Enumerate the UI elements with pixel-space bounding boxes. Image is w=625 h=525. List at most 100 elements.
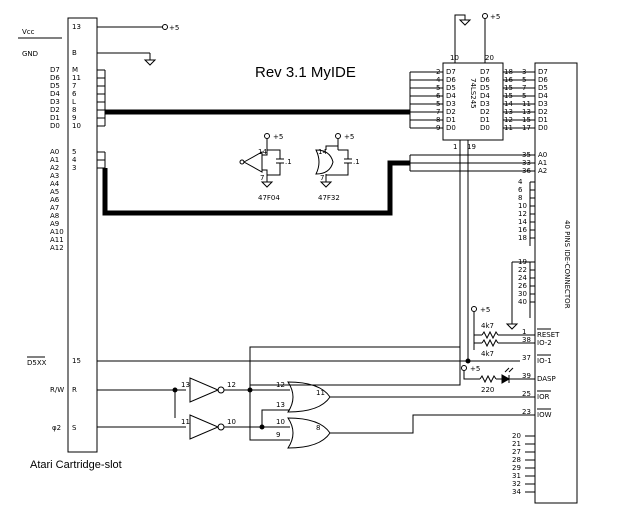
cart-gnd-label: GND	[22, 50, 38, 58]
ide-gnd-pin-num: 24	[518, 274, 527, 282]
ide-data-pin-name: D7	[538, 68, 548, 76]
chip-245-left-pin-name: D3	[446, 100, 456, 108]
cart-d1-pin: 9	[72, 114, 76, 122]
cartridge-slot-body	[67, 17, 98, 453]
cart-vcc-pin: 13	[72, 23, 81, 31]
ide-data-pin-name: D5	[538, 84, 548, 92]
cart-d4-label: D4	[50, 90, 60, 98]
or-gate-b	[287, 417, 331, 449]
cart-addr-label-a12: A12	[50, 244, 64, 252]
cart-addr-label-a8: A8	[50, 212, 59, 220]
or-cap-bottom	[326, 163, 349, 176]
ide-ctrl-pin-num: 1	[522, 328, 526, 336]
inv-b-out-pin: 10	[227, 418, 236, 426]
cart-addr-label-a11: A11	[50, 236, 64, 244]
vcc-terminal	[162, 24, 168, 30]
cart-rw-label: R/W	[50, 386, 64, 394]
ide-data-pin-num: 15	[522, 116, 531, 124]
or-chip-label: 47F32	[318, 194, 340, 202]
chip-245-pin19: 19	[467, 143, 476, 151]
cart-d5-label: D5	[50, 82, 60, 90]
reset-vcc-terminal	[471, 306, 477, 312]
ide-addr-pin-name: A2	[538, 167, 547, 175]
ide-ctrl-pin-name: IOW	[537, 411, 552, 419]
cart-d0-pin: 10	[72, 122, 81, 130]
chip-245-gnd-wire	[454, 14, 466, 63]
phi-to-or-a	[261, 409, 290, 427]
ide-addr-pin-num: 35	[522, 151, 531, 159]
ide-nc-pin-num: 34	[512, 488, 521, 496]
inverter-b	[189, 414, 220, 440]
245-to-ide-wires	[503, 71, 535, 129]
cart-addr-label-a6: A6	[50, 196, 60, 204]
cart-d7-label: D7	[50, 66, 60, 74]
resistor-4k7-b-label: 4k7	[481, 350, 494, 358]
chip-245-left-pin-name: D4	[446, 92, 456, 100]
ide-data-pin-name: D3	[538, 100, 548, 108]
inv-chip-pin7: 7	[260, 174, 264, 182]
ide-connector-label: 40 PINS IDE-CONNECTOR	[563, 220, 571, 309]
chip-245-left-pin-name: D5	[446, 84, 456, 92]
or-a-out-pin: 11	[316, 389, 325, 397]
resistor-220-label: 220	[481, 386, 494, 394]
cart-phi2-label: φ2	[52, 424, 61, 432]
chip-245-right-pin-name: D4	[480, 92, 490, 100]
cart-addr-label-a0: A0	[50, 148, 59, 156]
cart-d5-pin: 7	[72, 82, 76, 90]
ide-ctrl-pin-name: IO-2	[537, 339, 552, 347]
ide-gnd-pin-num: 6	[518, 186, 523, 194]
chip-245-left-pin-name: D7	[446, 68, 456, 76]
ide-nc-pin-num: 28	[512, 456, 521, 464]
chip-245-gnd-symbol	[458, 19, 472, 26]
ide-ctrl-pin-name: IOR	[537, 393, 550, 401]
ide-data-pin-name: D6	[538, 76, 548, 84]
or-gate-a	[287, 381, 331, 413]
inv-chip-vcc-terminal	[264, 133, 270, 139]
cart-addr-label-a9: A9	[50, 220, 59, 228]
inv-a-in-pin: 13	[181, 381, 190, 389]
dasp-vcc-terminal	[461, 365, 467, 371]
cart-d5xx-label: D5XX	[27, 359, 47, 367]
ide-gnd-pin-num: 22	[518, 266, 527, 274]
address-bus	[102, 160, 410, 216]
ide-data-pin-num: 5	[522, 92, 526, 100]
ide-data-pin-name: D2	[538, 108, 548, 116]
ide-data-pin-num: 7	[522, 84, 526, 92]
ide-gnd-pin-num: 4	[518, 178, 523, 186]
inv-cap-bottom	[267, 163, 281, 176]
or-chip-gnd-symbol	[319, 181, 333, 188]
cart-data-stubs	[97, 69, 106, 127]
address-to-ide-wires	[409, 154, 535, 172]
inv-chip-gnd-symbol	[260, 181, 274, 188]
rw-to-or-b	[249, 390, 290, 441]
resistor-4k7-b	[481, 338, 499, 348]
ide-ctrl-pin-num: 25	[522, 390, 531, 398]
chip-245-right-pin-name: D0	[480, 124, 490, 132]
ide-addr-pin-name: A1	[538, 159, 547, 167]
cart-addr-label-a7: A7	[50, 204, 59, 212]
vcc-plus5: +5	[169, 24, 179, 32]
inv-chip-plus5: +5	[273, 133, 283, 141]
ide-nc-pin-num: 31	[512, 472, 521, 480]
cart-addr-stubs	[97, 151, 106, 169]
inv-chip-vcc-lead	[262, 150, 268, 156]
or-chip-vcc-terminal	[335, 133, 341, 139]
or-chip-pin7: 7	[320, 174, 324, 182]
chip-245-right-pin-name: D6	[480, 76, 490, 84]
resistor-4k7-a-label: 4k7	[481, 322, 494, 330]
chip-74ls245-label: 74LS245	[469, 78, 477, 109]
ide-connector-body	[534, 62, 578, 504]
led-ray-b	[508, 367, 514, 373]
cart-phi2-pin: S	[72, 424, 77, 432]
chip-245-right-pin-name: D5	[480, 84, 490, 92]
rw-dir-wire	[250, 357, 461, 386]
cart-addr-label-a10: A10	[50, 228, 64, 236]
or-a-in2-pin: 13	[276, 401, 285, 409]
or-b-in2-pin: 9	[276, 431, 280, 439]
or-cap-label: .1	[353, 158, 360, 166]
chip-245-left-pin-name: D2	[446, 108, 456, 116]
chip-245-left-pin-name: D1	[446, 116, 456, 124]
ide-data-pin-num: 11	[522, 100, 531, 108]
